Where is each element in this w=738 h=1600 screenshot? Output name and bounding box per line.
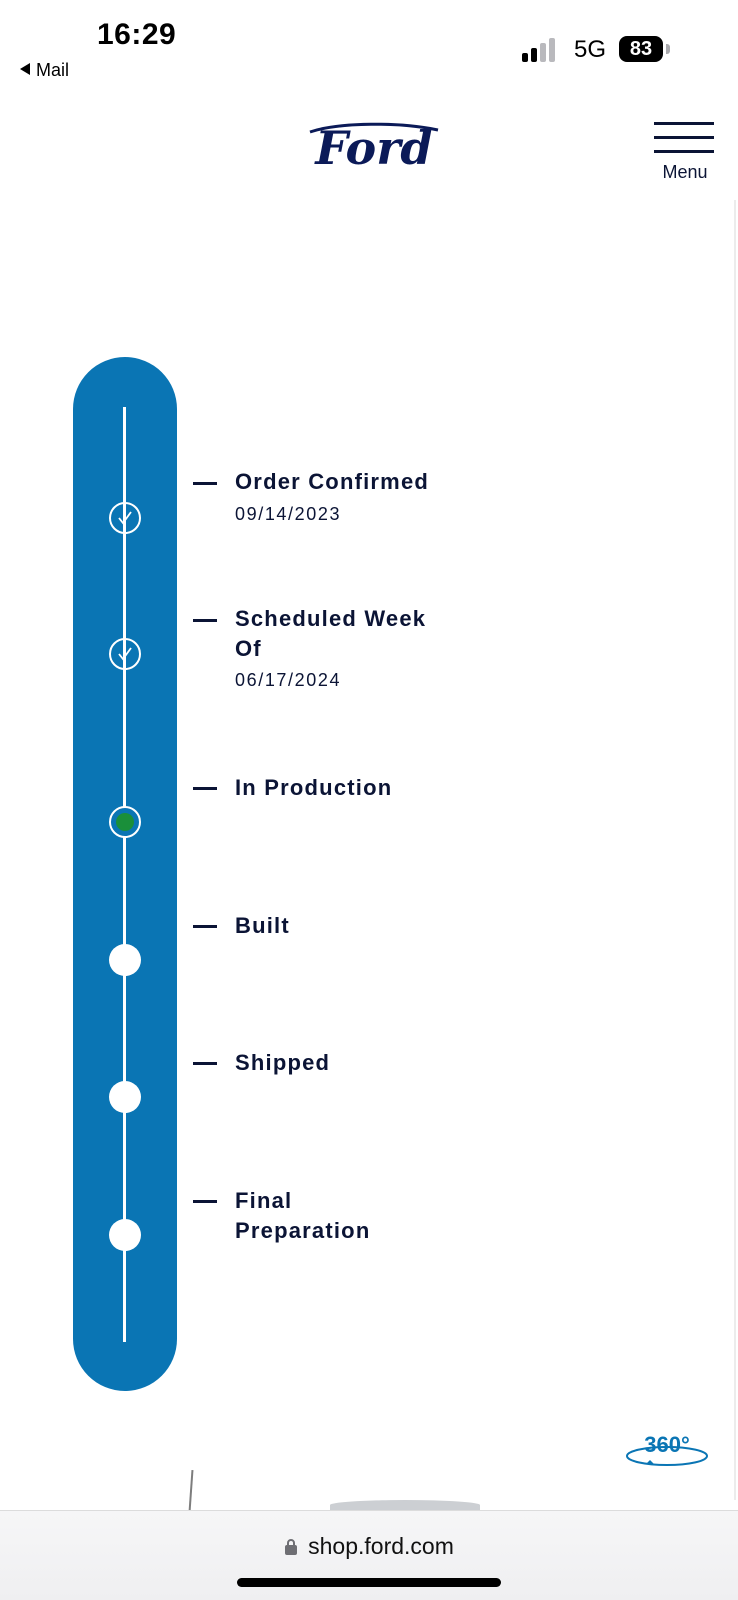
network-type: 5G xyxy=(574,36,607,63)
step-date-scheduled: 06/17/2024 xyxy=(235,670,342,690)
current-step-indicator xyxy=(116,813,134,831)
vehicle-antenna xyxy=(188,1469,194,1513)
address-url[interactable]: shop.ford.com xyxy=(0,1533,738,1560)
step-title-shipped: Shipped xyxy=(235,1050,331,1075)
step-dash xyxy=(193,1062,217,1065)
step-node-in-production xyxy=(109,806,141,838)
step-date-order-confirmed: 09/14/2023 xyxy=(235,504,342,524)
step-title-in-production: In Production xyxy=(235,775,393,800)
cellular-signal-icon xyxy=(522,38,562,62)
battery-icon: 83 xyxy=(619,36,663,62)
step-node-final-preparation xyxy=(109,1219,141,1251)
step-title-built: Built xyxy=(235,913,290,938)
step-node-order-confirmed xyxy=(109,502,141,534)
checkmark-icon xyxy=(118,511,132,525)
back-arrow-icon xyxy=(20,63,30,75)
step-node-scheduled xyxy=(109,638,141,670)
step-node-shipped xyxy=(109,1081,141,1113)
menu-bar-top xyxy=(654,122,714,125)
back-to-mail-button[interactable]: Mail xyxy=(20,60,69,81)
step-node-built xyxy=(109,944,141,976)
step-dash xyxy=(193,787,217,790)
ford-logo[interactable]: Ford xyxy=(300,118,448,180)
step-title-final-preparation: Final Preparation xyxy=(235,1188,371,1243)
step-title-order-confirmed: Order Confirmed xyxy=(235,469,430,494)
vehicle-image-partial xyxy=(330,1500,480,1510)
battery-cap xyxy=(666,44,670,54)
status-bar: 16:29 Mail 5G 83 xyxy=(0,0,738,100)
svg-text:360°: 360° xyxy=(644,1432,690,1457)
lock-icon xyxy=(285,1539,298,1555)
page-edge-divider xyxy=(734,200,736,1500)
svg-text:Ford: Ford xyxy=(313,121,432,175)
battery-level: 83 xyxy=(629,38,653,60)
url-text: shop.ford.com xyxy=(308,1533,454,1559)
step-dash xyxy=(193,619,217,622)
rotate-360-icon[interactable]: 360° xyxy=(624,1430,710,1472)
track-line xyxy=(123,407,126,1342)
menu-bar-bottom xyxy=(654,150,714,153)
step-dash xyxy=(193,925,217,928)
menu-bar-middle xyxy=(654,136,714,139)
site-header: Ford Menu xyxy=(0,100,738,200)
menu-label: Menu xyxy=(662,162,708,182)
step-dash xyxy=(193,1200,217,1203)
status-time: 16:29 xyxy=(97,18,177,51)
back-label: Mail xyxy=(36,60,70,80)
menu-button[interactable]: Menu xyxy=(652,118,718,186)
step-dash xyxy=(193,482,217,485)
home-indicator[interactable] xyxy=(237,1578,501,1587)
checkmark-icon xyxy=(118,647,132,661)
step-title-scheduled: Scheduled Week Of xyxy=(235,606,427,661)
